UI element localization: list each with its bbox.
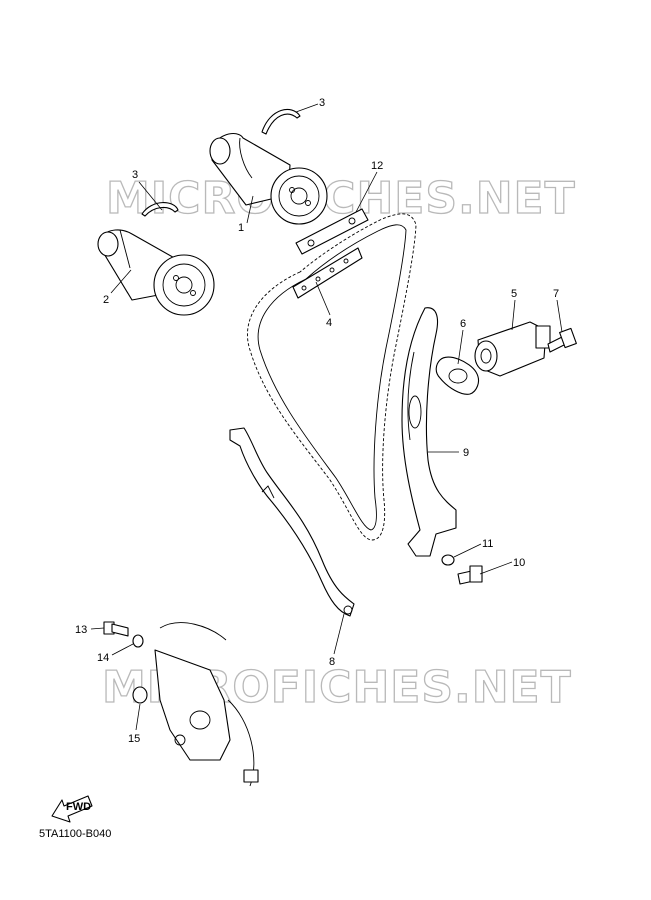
chain-tensioner <box>474 321 551 377</box>
svg-text:FWD: FWD <box>66 801 91 813</box>
diagram-code: 5TA1100-B040 <box>39 828 112 840</box>
leader-3b <box>138 181 163 211</box>
callout-12: 12 <box>371 160 383 172</box>
callout-3b: 3 <box>132 169 138 181</box>
callout-11: 11 <box>482 538 493 550</box>
leader-13 <box>90 627 105 630</box>
callout-5: 5 <box>511 288 517 300</box>
bolt-13 <box>103 621 129 637</box>
callout-9: 9 <box>463 447 469 459</box>
watermark-top: MICROFICHES.NET <box>106 173 576 224</box>
leader-4 <box>315 281 331 316</box>
callout-2: 2 <box>103 294 109 306</box>
cylinder-head-fragment <box>154 622 259 787</box>
fwd-arrow-icon: FWD <box>51 795 93 823</box>
chain-links <box>292 247 363 299</box>
leader-15 <box>135 703 141 731</box>
leader-3a <box>295 103 319 113</box>
callout-8: 8 <box>329 656 335 668</box>
leader-1 <box>246 195 254 224</box>
callout-6: 6 <box>460 318 466 330</box>
timing-chain <box>247 213 417 541</box>
leader-6 <box>457 329 464 365</box>
callout-4: 4 <box>326 317 332 329</box>
tensioner-guide <box>401 307 457 557</box>
circlip-lower <box>141 202 179 217</box>
callout-7: 7 <box>553 288 559 300</box>
tensioner-gasket <box>435 356 479 395</box>
leader-11 <box>453 543 482 558</box>
leader-5 <box>511 299 516 331</box>
leader-7 <box>556 299 563 333</box>
leader-8 <box>333 613 345 655</box>
washer-11 <box>441 554 455 566</box>
callout-13: 13 <box>75 624 87 636</box>
plug-15 <box>132 686 148 704</box>
chain-guide-plate <box>295 208 369 255</box>
callout-15: 15 <box>128 733 140 745</box>
leader-10 <box>479 561 513 575</box>
leader-14 <box>111 643 134 656</box>
callout-1: 1 <box>238 222 244 234</box>
circlip-upper <box>261 108 301 135</box>
camshaft-intake <box>97 229 215 316</box>
tensioner-bolt <box>547 327 577 353</box>
callout-3a: 3 <box>319 97 325 109</box>
callout-10: 10 <box>513 557 525 569</box>
guide-bolt <box>457 565 483 585</box>
callout-14: 14 <box>97 652 109 664</box>
leader-2 <box>110 269 132 294</box>
leader-12 <box>355 171 378 213</box>
chain-guide <box>229 427 355 617</box>
camshaft-exhaust <box>209 133 328 225</box>
washer-14 <box>132 634 144 648</box>
